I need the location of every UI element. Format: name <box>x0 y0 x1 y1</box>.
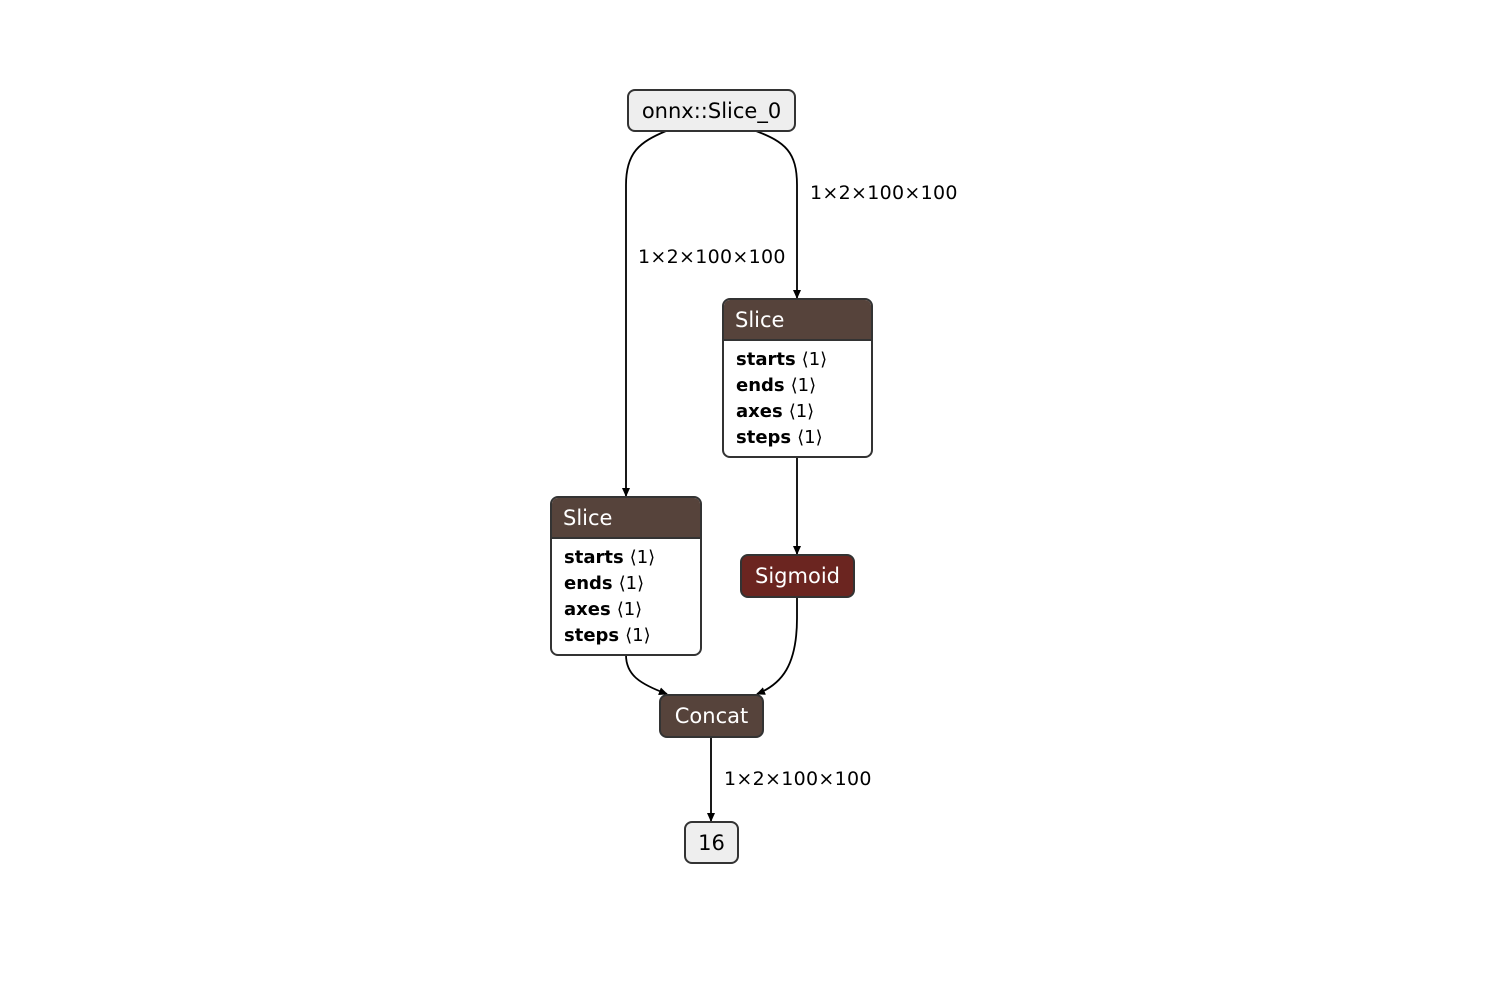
attribute-name: steps <box>736 427 792 448</box>
output-node[interactable]: 16 <box>684 821 739 864</box>
edge-input-to-slice-right <box>755 130 801 299</box>
attribute-row: axes⟨1⟩ <box>736 399 859 425</box>
attribute-row: steps⟨1⟩ <box>564 623 688 649</box>
attribute-name: ends <box>736 375 785 396</box>
edge-input-to-slice-left <box>622 130 667 497</box>
attribute-value: ⟨1⟩ <box>629 547 656 568</box>
input-node-label: onnx::Slice_0 <box>641 98 782 123</box>
slice-node-left-title: Slice <box>563 505 613 530</box>
attribute-row: ends⟨1⟩ <box>736 373 859 399</box>
attribute-row: steps⟨1⟩ <box>736 425 859 451</box>
attribute-value: ⟨1⟩ <box>616 599 643 620</box>
edge-slice-left-to-concat <box>625 654 668 695</box>
concat-node-title: Concat <box>674 704 749 728</box>
slice-node-right-title: Slice <box>735 307 785 332</box>
attribute-value: ⟨1⟩ <box>618 573 645 594</box>
attribute-row: ends⟨1⟩ <box>564 571 688 597</box>
edge-label-input-to-slice-left: 1×2×100×100 <box>638 246 786 268</box>
slice-node-left-attributes: starts⟨1⟩ ends⟨1⟩ axes⟨1⟩ steps⟨1⟩ <box>552 539 700 649</box>
slice-node-right-header: Slice <box>724 300 871 341</box>
attribute-row: starts⟨1⟩ <box>564 545 688 571</box>
edge-sigmoid-to-concat <box>756 598 798 695</box>
attribute-value: ⟨1⟩ <box>790 375 817 396</box>
attribute-row: axes⟨1⟩ <box>564 597 688 623</box>
slice-node-left-header: Slice <box>552 498 700 539</box>
output-node-label: 16 <box>698 830 725 855</box>
slice-node-left[interactable]: Slice starts⟨1⟩ ends⟨1⟩ axes⟨1⟩ steps⟨1⟩ <box>550 496 702 656</box>
attribute-value: ⟨1⟩ <box>801 349 828 370</box>
attribute-value: ⟨1⟩ <box>788 401 815 422</box>
attribute-name: axes <box>736 401 783 422</box>
slice-node-right-attributes: starts⟨1⟩ ends⟨1⟩ axes⟨1⟩ steps⟨1⟩ <box>724 341 871 451</box>
concat-node[interactable]: Concat <box>659 694 764 738</box>
input-node[interactable]: onnx::Slice_0 <box>627 89 796 132</box>
slice-node-right[interactable]: Slice starts⟨1⟩ ends⟨1⟩ axes⟨1⟩ steps⟨1⟩ <box>722 298 873 458</box>
attribute-row: starts⟨1⟩ <box>736 347 859 373</box>
attribute-name: starts <box>736 349 796 370</box>
sigmoid-node[interactable]: Sigmoid <box>740 554 855 598</box>
sigmoid-node-title: Sigmoid <box>755 564 840 588</box>
attribute-name: ends <box>564 573 613 594</box>
edge-label-concat-to-output: 1×2×100×100 <box>724 768 872 790</box>
attribute-name: steps <box>564 625 620 646</box>
attribute-name: axes <box>564 599 611 620</box>
edge-label-input-to-slice-right: 1×2×100×100 <box>810 182 958 204</box>
attribute-name: starts <box>564 547 624 568</box>
attribute-value: ⟨1⟩ <box>797 427 823 448</box>
attribute-value: ⟨1⟩ <box>625 625 651 646</box>
